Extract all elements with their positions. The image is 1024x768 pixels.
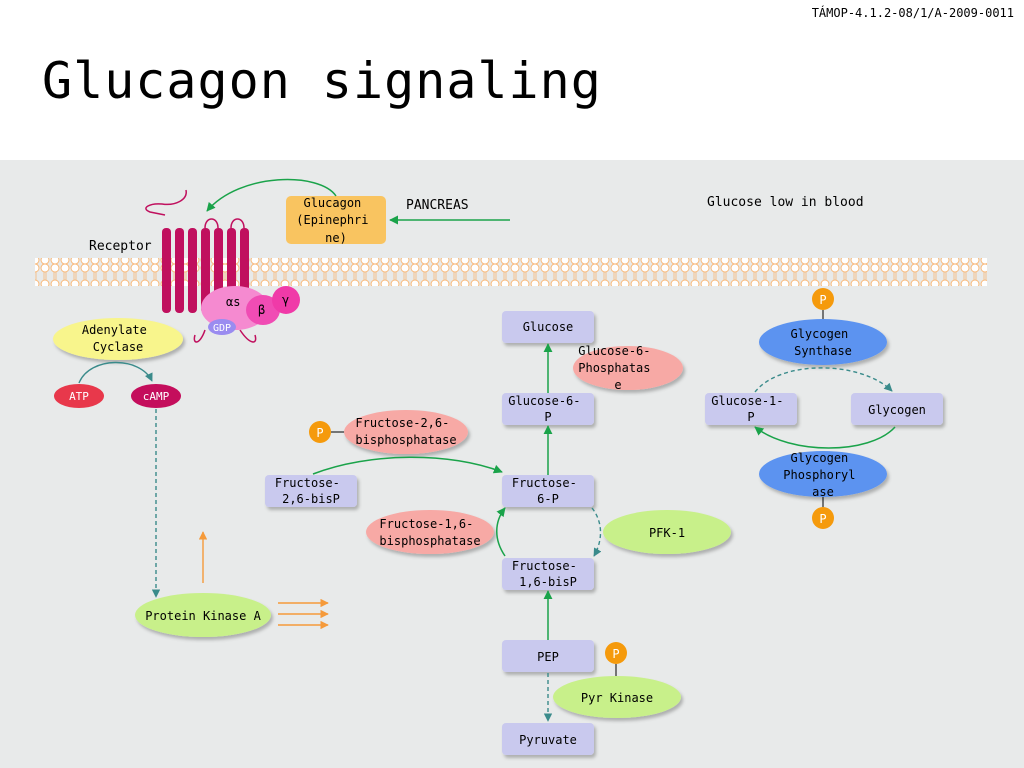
f6p-to-f16bisp-arrow	[591, 507, 602, 557]
glucose-6-phosphatase-node	[573, 346, 683, 390]
svg-text:Fructose- 6-P: Fructose- 6-P	[512, 476, 584, 506]
fructose-1-6-bisphosphatase-node	[366, 510, 494, 554]
svg-text:Glucagon (Epinephri ne: Glucagon (Epinephri ne)	[296, 196, 375, 245]
g-beta-label: β	[258, 303, 265, 317]
f16bisphosphatase-line-2: bisphosphatase	[379, 534, 480, 548]
atp-node	[54, 384, 104, 408]
glucose-1-p-box	[705, 393, 797, 425]
pyruvate-label: Pyruvate	[519, 733, 577, 747]
header-code: TÁMOP-4.1.2-08/1/A-2009-0011	[811, 6, 1014, 20]
f26bisp-to-f6p-arrow	[312, 456, 503, 475]
pyr-kinase-node	[553, 676, 681, 718]
svg-text:Glucose-6- P: Glucose-6- P	[508, 394, 587, 424]
g6phosphatase-line-1: Glucose-6-	[578, 344, 650, 358]
svg-text:Fructose-1,6- bisphosphata: Fructose-1,6- bisphosphatase	[379, 517, 480, 548]
phospho-label-synthase: P	[819, 293, 826, 307]
g-alpha-label: αs	[226, 295, 240, 309]
gdp-label: GDP	[213, 323, 231, 334]
protein-kinase-a-label: Protein Kinase A	[145, 609, 261, 623]
f26bisphosphatase-line-1: Fructose-2,6-	[355, 416, 449, 430]
svg-text:Glucose-1- P: Glucose-1- P	[711, 394, 790, 424]
g1p-line-2: P	[747, 410, 754, 424]
glucagon-line-2: (Epinephri	[296, 213, 368, 227]
f6p-line-2: 6-P	[537, 492, 559, 506]
adenylate-cyclase-line-1: Adenylate	[82, 323, 147, 337]
glucagon-line-3: ne)	[325, 231, 347, 245]
protein-kinase-a-node	[135, 593, 271, 637]
glycogen-synthase-node	[759, 319, 887, 365]
f26bisp-line-2: 2,6-bisP	[282, 492, 340, 506]
f16bisphosphatase-line-1: Fructose-1,6-	[379, 517, 473, 531]
glucose-6-p-box	[502, 393, 594, 425]
f26bisphosphatase-line-2: bisphosphatase	[355, 433, 456, 447]
atp-to-camp-arrow	[78, 361, 153, 384]
glucagon-to-receptor-arrow	[206, 178, 337, 212]
glucose-box	[502, 311, 594, 343]
fructose-1-6-bisp-box	[502, 558, 594, 590]
svg-text:Glucose-6- Phosphatas: Glucose-6- Phosphatas e	[578, 344, 657, 392]
glycogen-synthase-line-2: Synthase	[794, 344, 852, 358]
glycogen-phosphorylase-line-2: Phosphoryl	[783, 468, 855, 482]
svg-text:Glycogen Synthase: Glycogen Synthase	[790, 327, 855, 358]
phospho-icon-pyr	[605, 642, 627, 664]
glucagon-line-1: Glucagon	[303, 196, 361, 210]
svg-text:Fructose-2,6- bisphosphata: Fructose-2,6- bisphosphatase	[355, 416, 456, 447]
glycogen-phosphorylase-node	[759, 451, 887, 497]
glycogen-label: Glycogen	[868, 403, 926, 417]
glycogen-synthase-line-1: Glycogen	[790, 327, 848, 341]
page-title: Glucagon signaling	[42, 52, 602, 110]
f16bisp-to-f6p-arrow	[496, 507, 506, 557]
g-protein-icon	[201, 286, 300, 335]
glycogen-phosphorylase-line-3: ase	[812, 485, 834, 499]
g6phosphatase-line-2: Phosphatas	[578, 361, 650, 375]
receptor-label: Receptor	[89, 239, 152, 254]
f16bisp-line-2: 1,6-bisP	[519, 575, 577, 589]
camp-label: cAMP	[143, 390, 170, 403]
camp-node	[131, 384, 181, 408]
pancreas-label: PANCREAS	[406, 198, 469, 213]
glucose-low-label: Glucose low in blood	[707, 195, 864, 210]
pep-label: PEP	[537, 650, 559, 664]
g6p-line-1: Glucose-6-	[508, 394, 580, 408]
adenylate-cyclase-line-2: Cyclase	[93, 340, 144, 354]
glucagon-box	[286, 196, 386, 244]
atp-label: ATP	[69, 390, 89, 403]
fructose-2-6-bisphosphatase-node	[344, 410, 468, 454]
glycogen-box	[851, 393, 943, 425]
pfk-1-label: PFK-1	[649, 526, 685, 540]
glycogen-phosphorylase-line-1: Glycogen	[790, 451, 848, 465]
f26bisp-line-1: Fructose-	[275, 476, 340, 490]
f6p-line-1: Fructose-	[512, 476, 577, 490]
fructose-6-p-box	[502, 475, 594, 507]
phospho-icon-phosphorylase	[812, 507, 834, 529]
fructose-2-6-bisp-box	[265, 475, 357, 507]
phospho-icon-synthase	[812, 288, 834, 310]
adenylate-cyclase-node	[53, 318, 183, 360]
phospho-label-phosphorylase: P	[819, 512, 826, 526]
svg-text:Adenylate Cyclase: Adenylate Cyclase	[82, 323, 154, 354]
f16bisp-line-1: Fructose-	[512, 559, 577, 573]
glycogen-to-g1p-arrow	[754, 426, 896, 449]
phospho-icon-f26	[309, 421, 331, 443]
g-gamma-label: γ	[282, 293, 289, 307]
glucose-label: Glucose	[523, 320, 574, 334]
svg-text:Fructose- 2,6-bisP: Fructose- 2,6-bisP	[275, 476, 347, 506]
g6p-line-2: P	[544, 410, 551, 424]
phospho-label-f26: P	[316, 426, 323, 440]
svg-text:Fructose- 1,6-bisP: Fructose- 1,6-bisP	[512, 559, 584, 589]
svg-text:Glycogen Phosphoryl as: Glycogen Phosphoryl ase	[783, 451, 862, 499]
pyr-kinase-label: Pyr Kinase	[581, 691, 653, 705]
pep-box	[502, 640, 594, 672]
pfk-1-node	[603, 510, 731, 554]
g6phosphatase-line-3: e	[614, 378, 621, 392]
g1p-to-glycogen-arrow	[754, 367, 893, 393]
g1p-line-1: Glucose-1-	[711, 394, 783, 408]
phospho-label-pyr: P	[612, 647, 619, 661]
pyruvate-box	[502, 723, 594, 755]
